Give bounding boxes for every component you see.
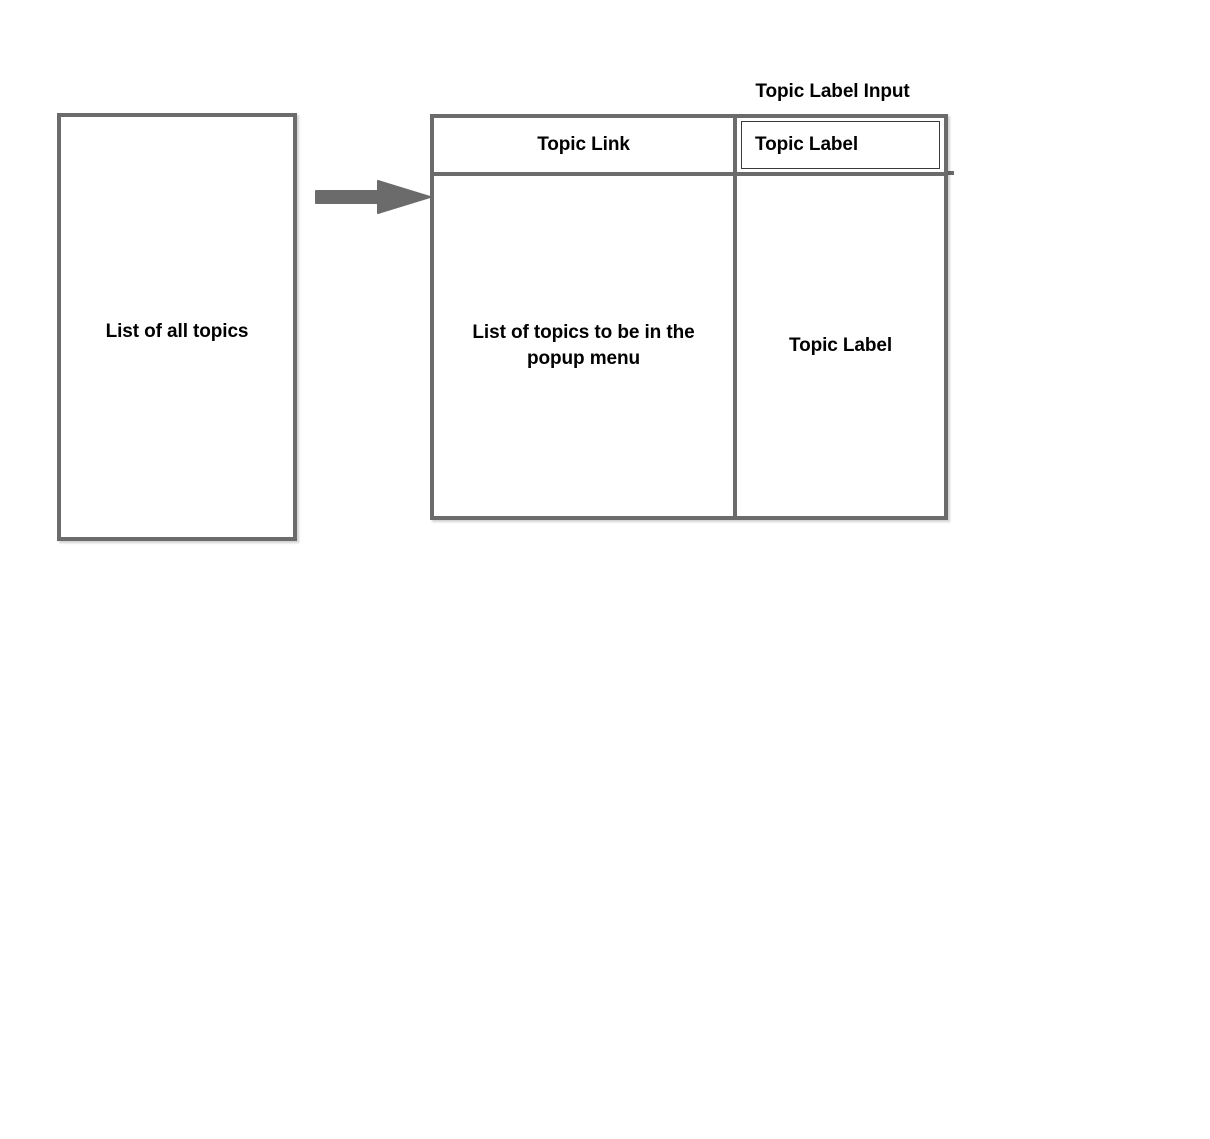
body-cell-topic-list[interactable]: List of topics to be in the popup menu: [434, 176, 737, 516]
topic-label-input[interactable]: Topic Label: [741, 121, 940, 169]
annotation-connector: [948, 171, 954, 175]
popup-menu-table: Topic Link Topic Label List of topics to…: [430, 114, 948, 520]
table-header-row: Topic Link Topic Label: [434, 118, 944, 176]
right-arrow-icon: [314, 180, 432, 214]
all-topics-panel-label: List of all topics: [105, 321, 249, 342]
topic-label-input-value[interactable]: Topic Label: [755, 134, 859, 155]
topic-label-body-label: Topic Label: [788, 335, 893, 356]
header-cell-topic-link: Topic Link: [434, 118, 737, 172]
topic-label-input-annotation: Topic Label Input: [755, 81, 910, 102]
right-arrow-icon-svg: [315, 180, 431, 214]
all-topics-panel[interactable]: List of all topics: [57, 113, 297, 541]
topic-list-label: List of topics to be in the popup menu: [472, 322, 695, 369]
header-cell-topic-label: Topic Label: [737, 118, 944, 172]
table-body-row: List of topics to be in the popup menu T…: [434, 176, 944, 516]
body-cell-topic-label[interactable]: Topic Label: [737, 176, 944, 516]
topic-link-header-label: Topic Link: [537, 134, 630, 155]
